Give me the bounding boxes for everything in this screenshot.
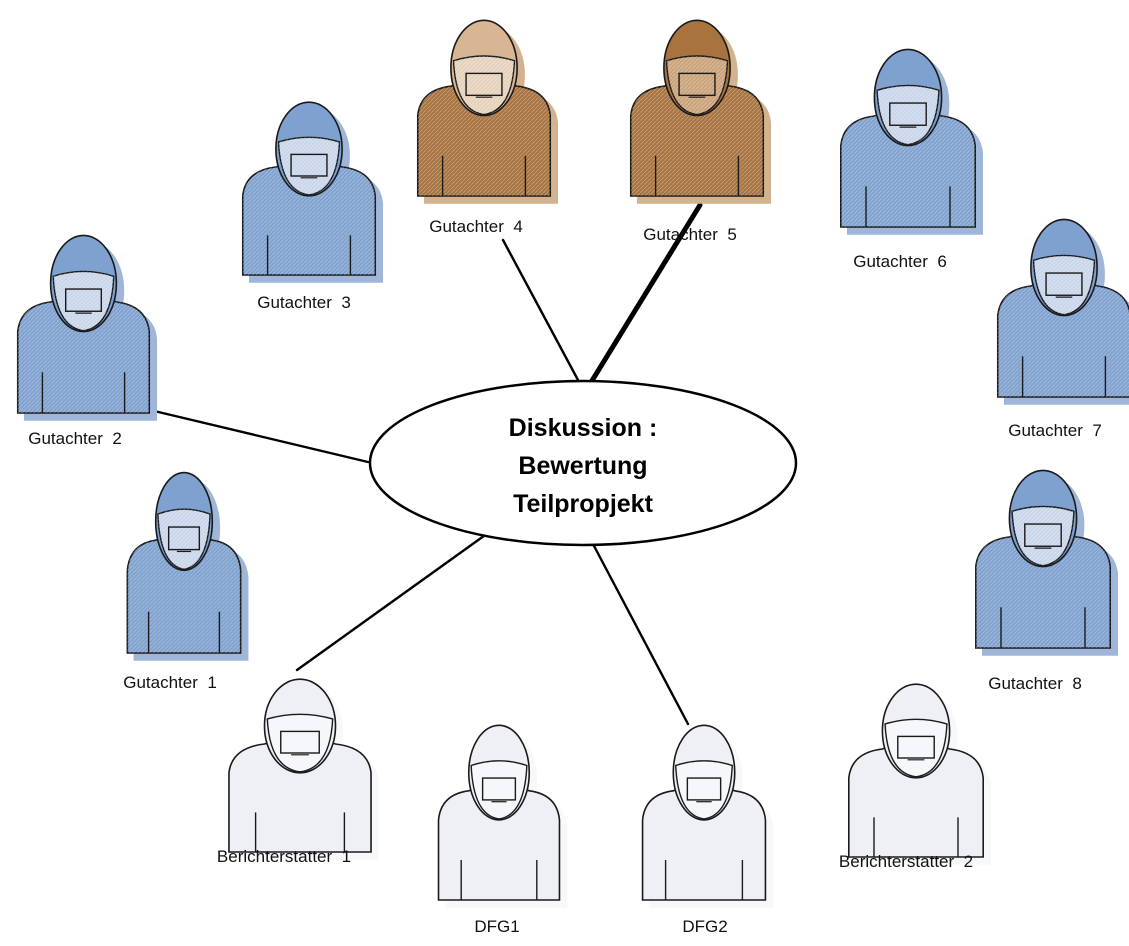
link-dfg2 xyxy=(591,542,690,726)
person-gutachter-6 xyxy=(840,48,983,235)
person-gutachter-5 xyxy=(629,19,772,204)
label-gutachter-4: Gutachter 4 xyxy=(429,217,523,236)
person-dfg1 xyxy=(437,724,568,908)
participants: Gutachter 1 Gutachter 2 Gutachter 3 Gutacht… xyxy=(16,19,1129,936)
discussion-node: Diskussion : Bewertung Teilpropjekt xyxy=(368,379,798,547)
link-gutachter-5 xyxy=(587,202,703,387)
person-berichterstatter-1 xyxy=(228,678,379,860)
person-berichterstatter-2 xyxy=(848,683,991,865)
link-berichterstatter-1 xyxy=(295,531,490,672)
discussion-title-line-2: Bewertung xyxy=(518,452,647,480)
label-berichterstatter-2: Berichterstatter 2 xyxy=(839,852,973,871)
person-gutachter-4 xyxy=(416,19,559,204)
connection-lines xyxy=(148,202,703,726)
person-gutachter-7 xyxy=(996,218,1129,405)
person-gutachter-2 xyxy=(16,234,158,421)
discussion-ellipse xyxy=(368,379,798,547)
label-gutachter-1: Gutachter 1 xyxy=(123,673,217,692)
label-gutachter-6: Gutachter 6 xyxy=(853,252,947,271)
label-gutachter-3: Gutachter 3 xyxy=(257,293,351,312)
link-gutachter-4 xyxy=(501,238,580,382)
label-gutachter-8: Gutachter 8 xyxy=(988,674,1082,693)
label-gutachter-2: Gutachter 2 xyxy=(28,429,122,448)
person-dfg2 xyxy=(641,724,774,908)
discussion-title-line-1: Diskussion : xyxy=(509,414,658,442)
discussion-title-line-3: Teilpropjekt xyxy=(513,490,654,518)
label-dfg2: DFG2 xyxy=(682,917,727,936)
person-gutachter-3 xyxy=(241,101,384,283)
link-gutachter-2 xyxy=(148,408,370,464)
person-gutachter-8 xyxy=(975,469,1118,656)
label-gutachter-5: Gutachter 5 xyxy=(643,225,737,244)
label-gutachter-7: Gutachter 7 xyxy=(1008,421,1102,440)
label-berichterstatter-1: Berichterstatter 1 xyxy=(217,847,351,866)
label-dfg1: DFG1 xyxy=(474,917,519,936)
person-gutachter-1 xyxy=(126,471,249,661)
